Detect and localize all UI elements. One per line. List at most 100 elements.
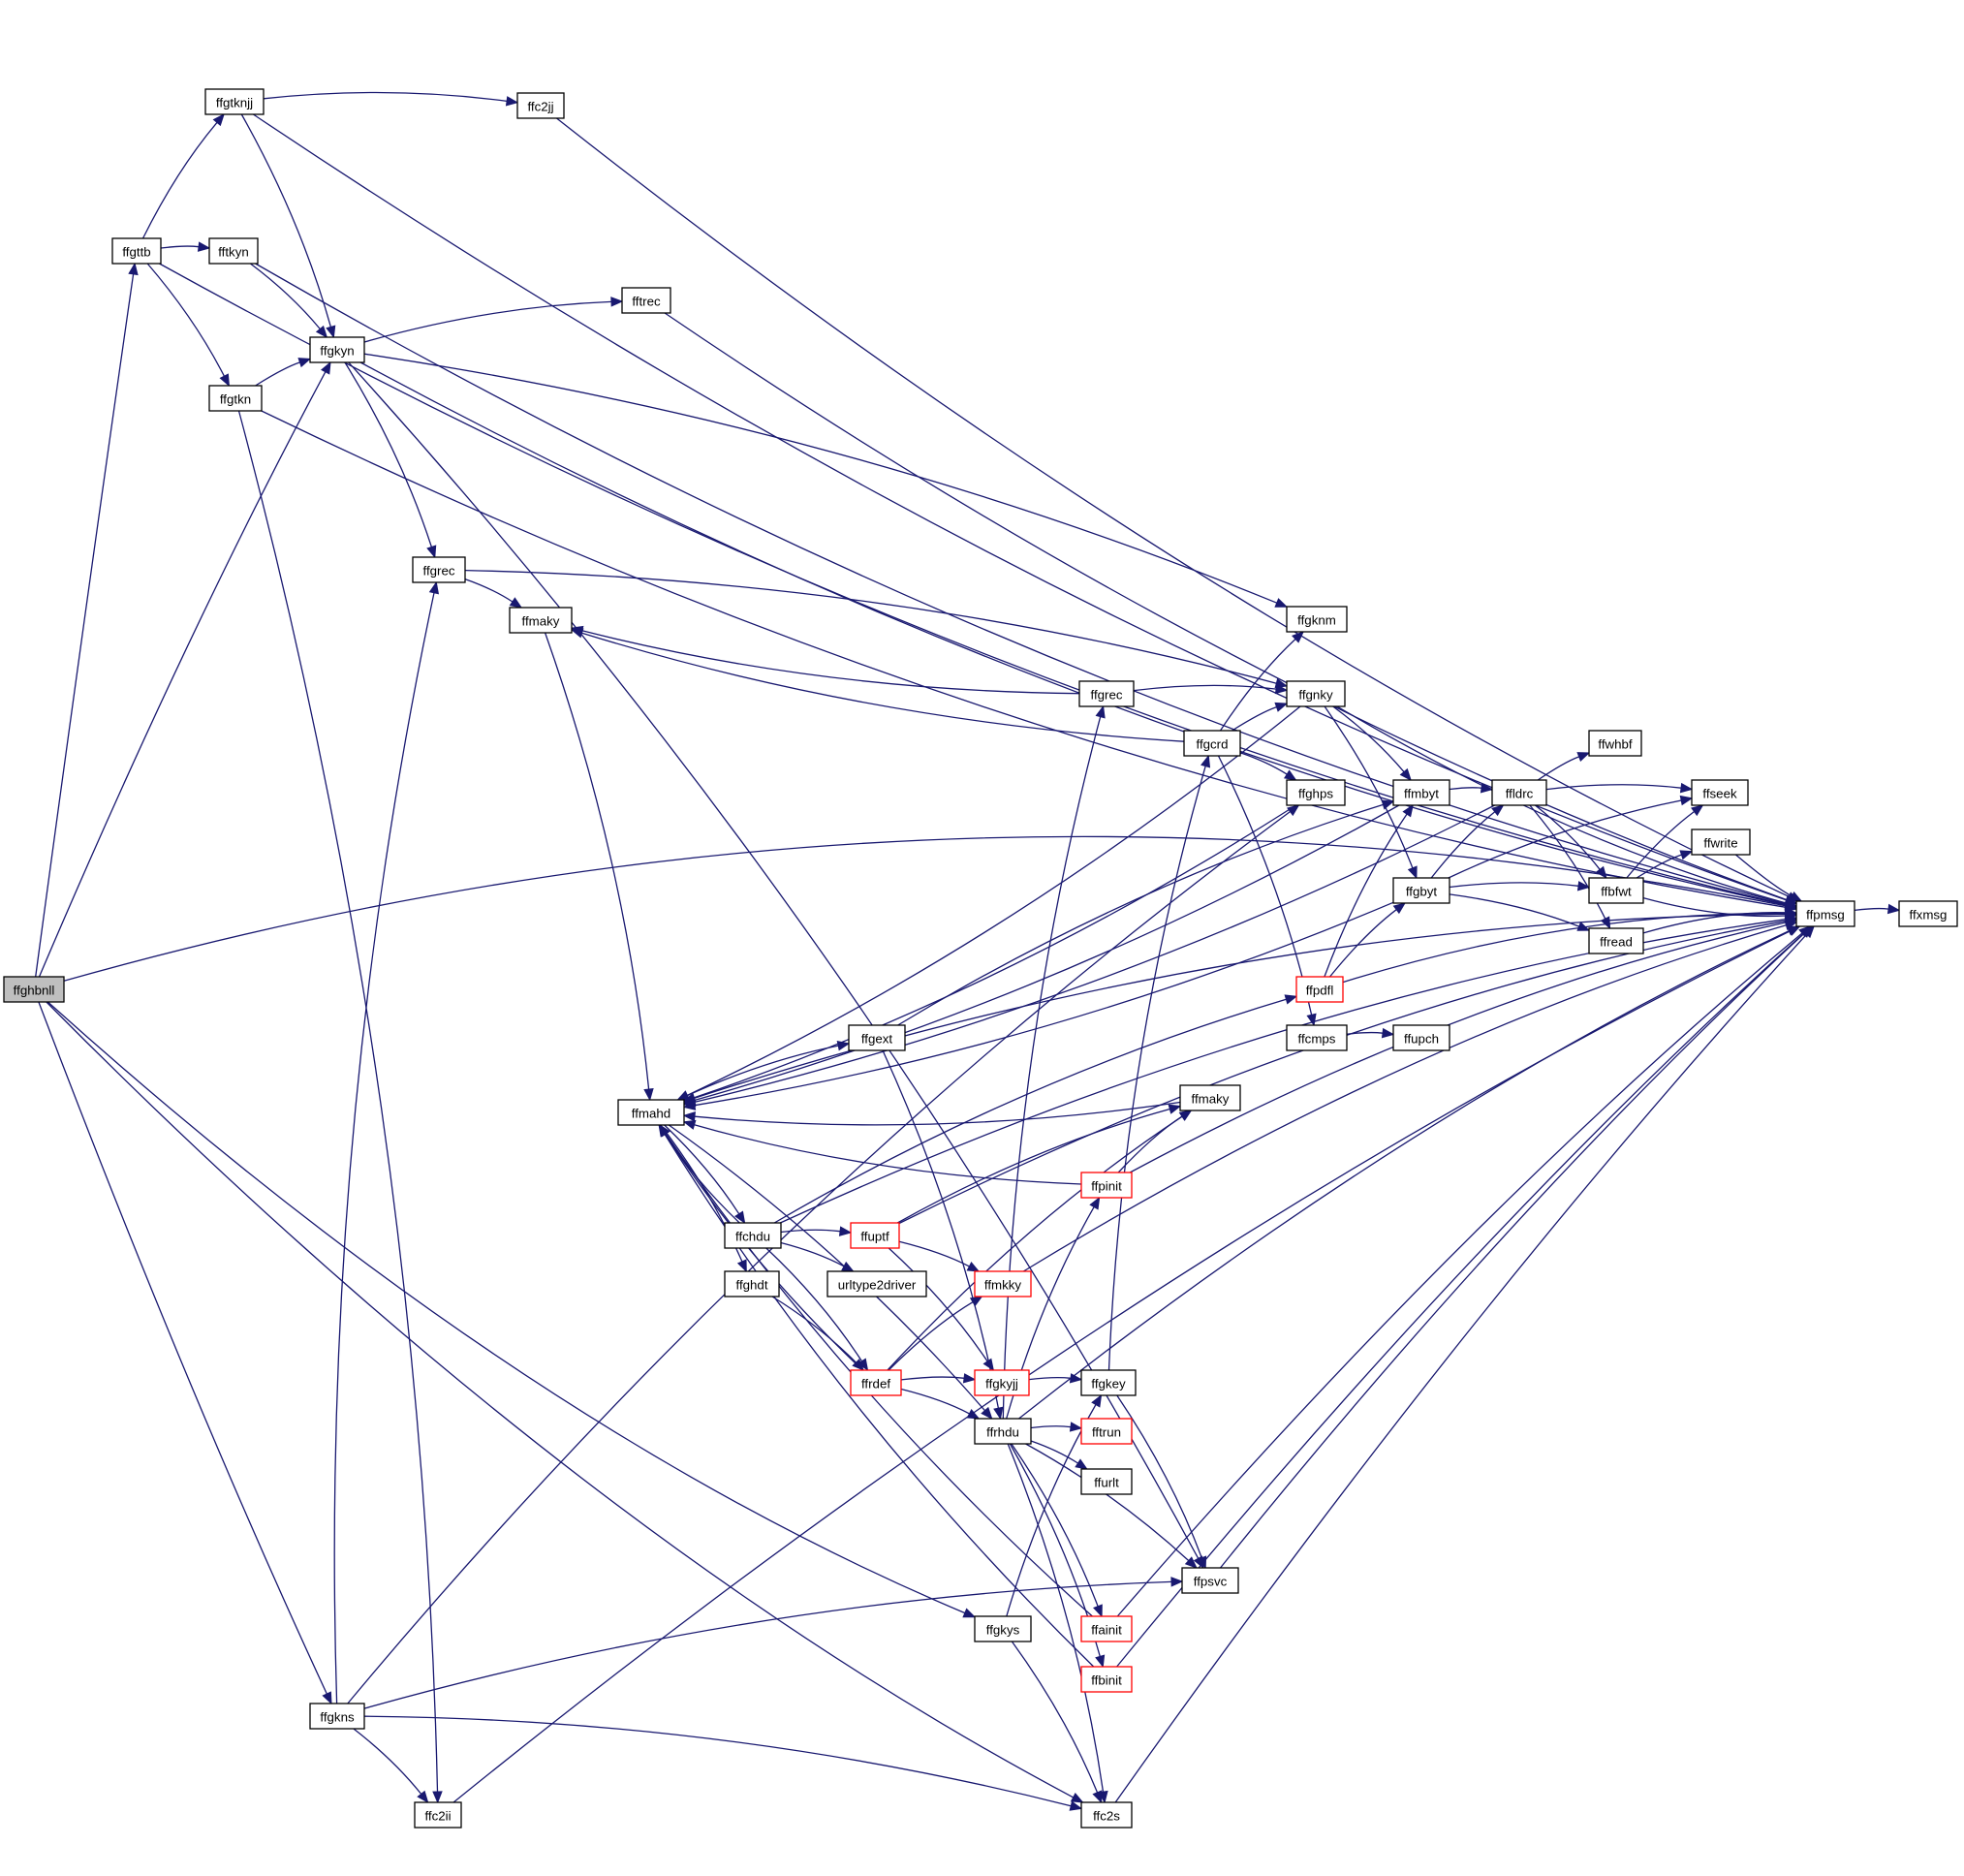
edge-line <box>664 1133 863 1371</box>
node-label: ffmaky <box>522 614 560 629</box>
node-ffgtkn[interactable]: ffgtkn <box>208 385 263 412</box>
node-ffrhdu[interactable]: ffrhdu <box>974 1418 1032 1445</box>
arrowhead-icon <box>1075 1458 1088 1470</box>
edge-line <box>353 1728 422 1795</box>
node-label: ffc2ii <box>424 1809 451 1824</box>
edge-ffc2s-to-ffpmsg <box>1114 925 1815 1803</box>
node-ffgkns[interactable]: ffgkns <box>309 1703 365 1730</box>
edge-line <box>1342 912 1787 984</box>
node-ffgkys[interactable]: ffgkys <box>974 1615 1032 1642</box>
edge-line <box>1219 639 1296 732</box>
arrowhead-icon <box>1274 702 1289 712</box>
node-ffwhbf[interactable]: ffwhbf <box>1588 730 1642 757</box>
edge-line <box>1626 810 1695 879</box>
node-box <box>1286 680 1346 707</box>
edge-ffchdu-to-ffpdfl <box>773 994 1298 1224</box>
node-label: ffgrec <box>422 564 454 578</box>
node-ffmaky1[interactable]: ffmaky <box>509 607 573 634</box>
node-ffuptf[interactable]: ffuptf <box>850 1222 900 1249</box>
node-label: ffghbnll <box>14 984 55 998</box>
edge-line <box>664 312 1787 901</box>
arrowhead-icon <box>426 545 437 559</box>
arrowhead-icon <box>1287 804 1300 817</box>
node-ffupch[interactable]: ffupch <box>1392 1024 1450 1051</box>
edge-line <box>694 804 1400 1102</box>
node-ffgkyn[interactable]: ffgkyn <box>309 336 365 363</box>
node-ffwrite[interactable]: ffwrite <box>1691 829 1751 856</box>
node-fftkyn[interactable]: fftkyn <box>208 237 259 265</box>
edge-line <box>63 835 1787 982</box>
node-ffc2ii[interactable]: ffc2ii <box>414 1801 462 1829</box>
node-ffgrec1[interactable]: ffgrec <box>412 556 466 583</box>
node-ffgcrd[interactable]: ffgcrd <box>1183 730 1241 757</box>
node-fftrec[interactable]: fftrec <box>621 287 671 314</box>
edge-line <box>677 1045 839 1101</box>
node-ffurlt[interactable]: ffurlt <box>1080 1468 1133 1495</box>
node-ffpmsg[interactable]: ffpmsg <box>1795 900 1855 927</box>
node-ffmahd[interactable]: ffmahd <box>617 1099 685 1126</box>
edge-ffgrec1-to-ffmaky1 <box>464 578 523 609</box>
node-ffxmsg[interactable]: ffxmsg <box>1898 900 1958 927</box>
edge-line <box>1854 907 1889 912</box>
node-ffgknm[interactable]: ffgknm <box>1286 606 1348 633</box>
node-ffseek[interactable]: ffseek <box>1691 779 1749 806</box>
edge-ffgkyn-to-fftrec <box>363 297 624 343</box>
node-box <box>1080 1615 1133 1642</box>
node-urltype2driver[interactable]: urltype2driver <box>826 1270 927 1298</box>
edge-ffrhdu-to-ffpmsg <box>1018 925 1800 1420</box>
node-ffchdu[interactable]: ffchdu <box>724 1222 782 1249</box>
node-ffpsvc[interactable]: ffpsvc <box>1181 1567 1239 1594</box>
node-ffgkey[interactable]: ffgkey <box>1080 1369 1137 1396</box>
arrowhead-icon <box>658 1123 670 1138</box>
node-box <box>516 92 565 119</box>
node-label: ffghps <box>1298 787 1333 801</box>
node-box <box>974 1369 1030 1396</box>
node-ffgtknjj[interactable]: ffgtknjj <box>204 88 265 115</box>
edge-line <box>1007 1443 1105 1793</box>
node-ffgbyt[interactable]: ffgbyt <box>1392 877 1450 904</box>
arrowhead-icon <box>1576 752 1591 762</box>
node-ffbinit[interactable]: ffbinit <box>1080 1666 1133 1693</box>
node-ffgttb[interactable]: ffgttb <box>111 237 162 265</box>
arrowhead-icon <box>841 1261 855 1272</box>
arrowhead-icon <box>962 1373 977 1384</box>
node-ffmbyt[interactable]: ffmbyt <box>1392 779 1450 806</box>
node-ffgnky[interactable]: ffgnky <box>1286 680 1346 707</box>
node-ffc2s[interactable]: ffc2s <box>1080 1801 1133 1829</box>
arrowhead-icon <box>1600 916 1611 930</box>
edge-line <box>898 920 1787 1225</box>
node-ffghps[interactable]: ffghps <box>1286 779 1346 806</box>
node-ffread[interactable]: ffread <box>1588 927 1644 954</box>
edge-ffwrite-to-ffpmsg <box>1734 854 1803 902</box>
arrowhead-icon <box>1170 1577 1184 1587</box>
node-box <box>1795 900 1855 927</box>
node-ffgkyjj[interactable]: ffgkyjj <box>974 1369 1030 1396</box>
node-ffcmps[interactable]: ffcmps <box>1286 1024 1348 1051</box>
node-ffpdfl[interactable]: ffpdfl <box>1295 976 1344 1003</box>
node-label: ffread <box>1600 935 1633 950</box>
node-ffrdef[interactable]: ffrdef <box>850 1369 902 1396</box>
arrowhead-icon <box>570 628 584 639</box>
node-ffldrc[interactable]: ffldrc <box>1491 779 1547 806</box>
node-ffainit[interactable]: ffainit <box>1080 1615 1133 1642</box>
arrowhead-icon <box>1184 1556 1198 1569</box>
node-ffbfwt[interactable]: ffbfwt <box>1588 877 1644 904</box>
edge-line <box>773 998 1287 1224</box>
arrowhead-icon <box>315 325 328 339</box>
node-ffghbnll[interactable]: ffghbnll <box>3 976 65 1003</box>
node-ffmaky2[interactable]: ffmaky <box>1179 1084 1241 1111</box>
node-box <box>974 1418 1032 1445</box>
edge-line <box>1449 787 1482 791</box>
node-label: urltype2driver <box>838 1278 917 1293</box>
node-fftrun[interactable]: fftrun <box>1080 1418 1133 1445</box>
edge-line <box>780 1229 841 1234</box>
node-ffgrec2[interactable]: ffgrec <box>1078 680 1135 707</box>
node-ffmkky[interactable]: ffmkky <box>974 1270 1032 1298</box>
node-ffc2jj[interactable]: ffc2jj <box>516 92 565 119</box>
node-label: fftkyn <box>218 245 249 260</box>
edge-line <box>1018 930 1790 1420</box>
node-ffgext[interactable]: ffgext <box>848 1024 906 1051</box>
arrowhead-icon <box>197 241 211 252</box>
node-ffghdt[interactable]: ffghdt <box>724 1270 780 1298</box>
node-ffpinit[interactable]: ffpinit <box>1080 1172 1133 1199</box>
